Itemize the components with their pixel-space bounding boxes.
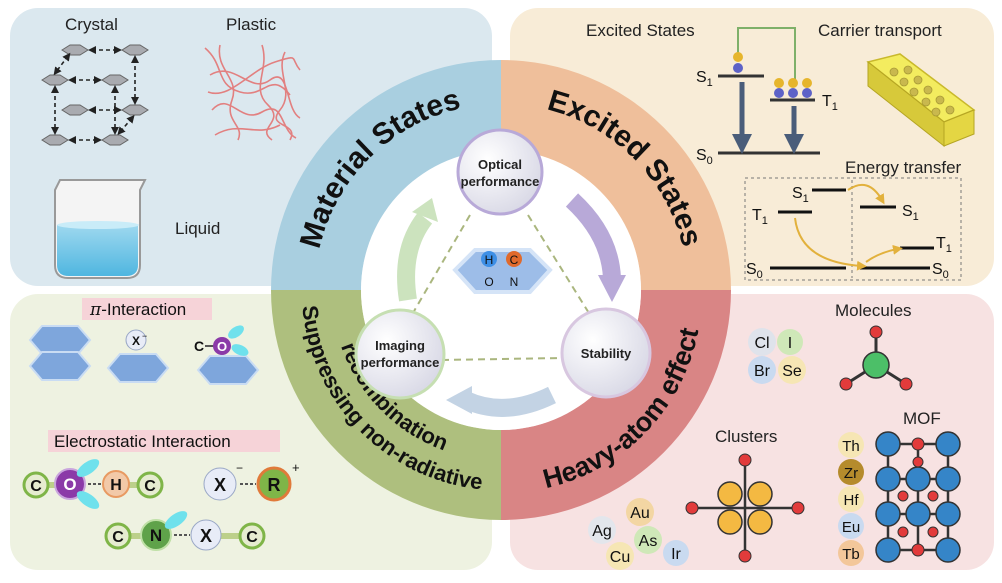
svg-text:X: X — [214, 475, 226, 495]
node-optical — [456, 128, 544, 216]
mof-th: Th — [842, 438, 860, 455]
material-content: Crystal Plastic Liquid — [41, 15, 301, 279]
ring-suppressing — [271, 290, 501, 520]
et-t1-right: T1 — [936, 235, 952, 255]
metal-ir: Ir — [671, 546, 681, 563]
center-atom-h: H — [485, 253, 494, 267]
label-crystal: Crystal — [65, 15, 118, 34]
center-hexagon — [452, 248, 553, 294]
anion-pi-icon: X − — [106, 329, 170, 383]
pi-stack-icon — [28, 325, 92, 381]
node-imaging-line2: performance — [361, 355, 440, 370]
carrier-transport-icon — [866, 53, 976, 148]
hbond-icon: C O H C — [22, 459, 164, 509]
et-s1-right: S1 — [902, 203, 919, 223]
anion-x: X — [132, 334, 140, 348]
svg-text:H: H — [110, 477, 122, 494]
metal-ag: Ag — [592, 523, 612, 540]
level-s1: S1 — [696, 69, 713, 89]
lone-pair-pi-icon: C O — [194, 325, 260, 385]
svg-text:C: C — [194, 338, 204, 354]
ion-pair-icon: X − R + — [203, 460, 300, 502]
label-mof: MOF — [903, 409, 941, 428]
crystal-lattice — [41, 44, 149, 146]
node-optical-line1: Optical — [478, 157, 522, 172]
node-optical-line2: performance — [461, 174, 540, 189]
metal-cu: Cu — [610, 549, 630, 566]
node-imaging — [354, 308, 446, 400]
mof-hf: Hf — [844, 492, 860, 509]
label-carrier-transport: Carrier transport — [818, 21, 942, 40]
ring-material — [271, 60, 501, 290]
level-t1: T1 — [822, 93, 838, 113]
svg-text:C: C — [112, 529, 124, 546]
plastic-fibers — [204, 44, 301, 141]
mof-zr: Zr — [844, 465, 858, 482]
label-clusters: Clusters — [715, 427, 777, 446]
mof-grid-icon — [875, 431, 961, 563]
svg-text:+: + — [292, 460, 300, 475]
label-liquid: Liquid — [175, 219, 220, 238]
svg-text:C: C — [144, 478, 156, 495]
label-electrostatic: Electrostatic Interaction — [54, 432, 231, 451]
center-atom-o: O — [484, 275, 493, 289]
svg-text:C: C — [246, 529, 258, 546]
molecule-icon — [839, 325, 913, 391]
center-cycle: Optical performance Stability Imaging pe… — [354, 128, 652, 417]
svg-text:O: O — [63, 475, 76, 494]
suppressing-content: π-Interaction X − C O Electrostatic Inte… — [22, 298, 300, 551]
et-s0-right: S0 — [932, 261, 949, 281]
cluster-icon — [685, 453, 805, 563]
ring-excited — [501, 60, 731, 290]
svg-text:−: − — [236, 461, 243, 475]
energy-transfer-box — [744, 177, 962, 281]
halogen-se: Se — [782, 363, 802, 380]
halogen-br: Br — [754, 363, 771, 380]
ring-heavy — [501, 290, 731, 520]
center-atom-n: N — [510, 275, 519, 289]
center-atom-c: C — [510, 253, 519, 267]
halogen-i: I — [788, 335, 792, 352]
svg-text:N: N — [150, 526, 162, 545]
metal-as: As — [639, 533, 658, 550]
mof-eu: Eu — [842, 519, 860, 536]
node-stability — [560, 307, 652, 399]
et-s1-left: S1 — [792, 185, 809, 205]
node-imaging-line1: Imaging — [375, 338, 425, 353]
et-t1-left: T1 — [752, 207, 768, 227]
svg-text:X: X — [200, 526, 212, 546]
svg-text:−: − — [142, 331, 147, 341]
beaker-icon — [54, 179, 147, 279]
level-s0: S0 — [696, 147, 713, 167]
svg-text:O: O — [217, 339, 227, 354]
svg-text:C: C — [30, 478, 42, 495]
label-excited-states: Excited States — [586, 21, 695, 40]
halogen-cl: Cl — [754, 335, 769, 352]
label-molecules: Molecules — [835, 301, 912, 320]
label-energy-transfer: Energy transfer — [845, 158, 962, 177]
metal-au: Au — [630, 505, 650, 522]
label-pi-interaction: π-Interaction — [89, 300, 186, 320]
svg-text:R: R — [268, 475, 281, 495]
et-s0-left: S0 — [746, 261, 763, 281]
nx-interaction-icon: C N X C — [104, 511, 266, 551]
node-stability-label: Stability — [581, 346, 632, 361]
excited-content: Excited States Carrier transport Energy … — [586, 21, 976, 281]
mof-tb: Tb — [842, 546, 860, 563]
heavy-content: Molecules Clusters MOF Cl I Br Se — [588, 301, 961, 570]
label-plastic: Plastic — [226, 15, 277, 34]
